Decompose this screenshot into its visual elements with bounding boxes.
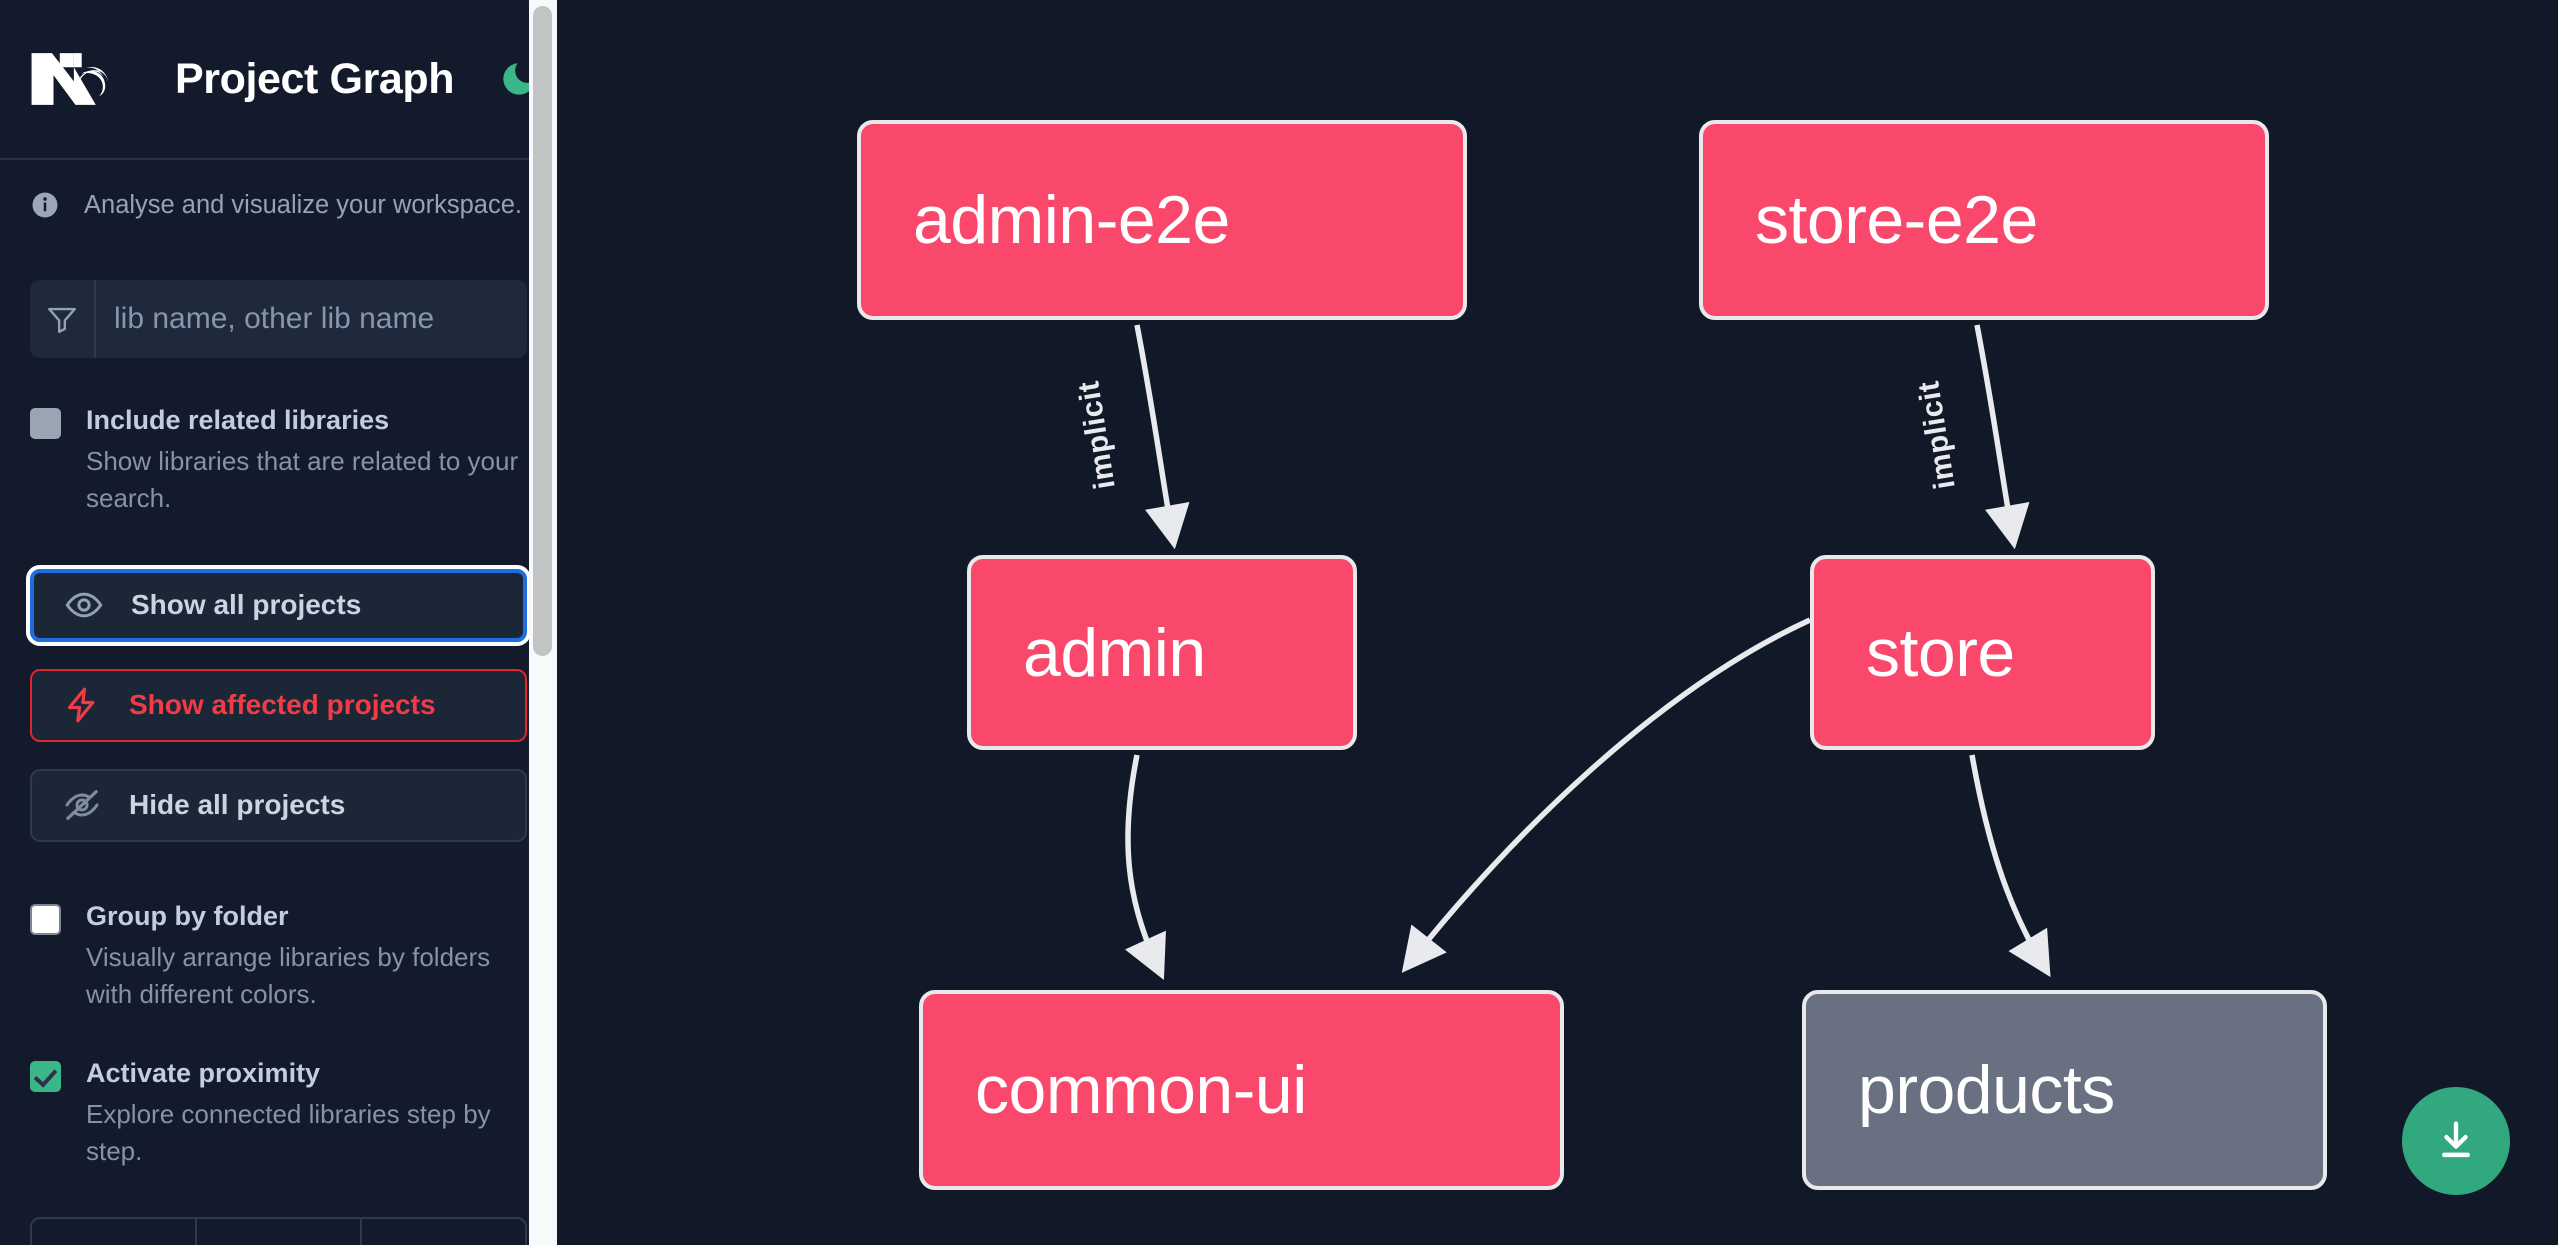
graph-canvas[interactable]: admin-e2e store-e2e admin store common-u… <box>557 0 2558 1245</box>
search-input[interactable] <box>96 280 527 358</box>
search-field[interactable] <box>30 280 527 358</box>
graph-node-admin[interactable]: admin <box>967 555 1357 750</box>
hide-all-projects-label: Hide all projects <box>129 789 346 821</box>
filter-icon <box>30 280 96 358</box>
graph-node-store-e2e[interactable]: store-e2e <box>1699 120 2269 320</box>
download-icon <box>2442 1121 2470 1158</box>
option-group-by-folder[interactable]: Group by folder Visually arrange librari… <box>0 898 557 1013</box>
hide-all-projects-button[interactable]: Hide all projects <box>30 768 527 842</box>
moon-icon[interactable] <box>496 56 542 102</box>
checkbox-group-by-folder[interactable] <box>30 903 61 935</box>
sidebar-scrollbar-thumb[interactable] <box>533 6 552 656</box>
option-activate-proximity[interactable]: Activate proximity Explore connected lib… <box>0 1055 557 1170</box>
graph-node-label: store <box>1866 614 2015 691</box>
show-affected-projects-button[interactable]: Show affected projects <box>30 668 527 742</box>
proximity-step-control[interactable] <box>30 1217 527 1245</box>
option-text-group: Group by folder Visually arrange librari… <box>86 898 527 1013</box>
proximity-step-option-2[interactable] <box>197 1219 362 1245</box>
option-description: Visually arrange libraries by folders wi… <box>86 942 491 1009</box>
edge-admin-to-common-ui <box>1125 754 1166 980</box>
graph-node-label: products <box>1858 1052 2115 1128</box>
option-title: Group by folder <box>86 900 289 931</box>
analyse-banner: Analyse and visualize your workspace. <box>0 160 557 220</box>
option-description: Explore connected libraries step by step… <box>86 1098 491 1166</box>
checkbox-include-related-libraries[interactable] <box>30 408 61 439</box>
eye-icon <box>62 583 106 627</box>
graph-edges <box>1125 324 2051 980</box>
graph-node-products[interactable]: products <box>1802 990 2327 1190</box>
show-affected-projects-label: Show affected projects <box>129 689 436 721</box>
edge-admin-e2e-to-admin <box>1134 324 1190 550</box>
edge-store-to-products <box>1969 754 2051 978</box>
graph-node-label: admin-e2e <box>913 182 1230 258</box>
nx-logo-icon <box>30 48 124 110</box>
analyse-text: Analyse and visualize your workspace. <box>84 190 522 219</box>
lightning-icon <box>60 683 104 727</box>
edge-store-to-common-ui <box>1401 617 1812 973</box>
proximity-step-option-1[interactable] <box>32 1219 197 1245</box>
graph-node-label: store-e2e <box>1755 182 2038 258</box>
option-include-related-libraries[interactable]: Include related libraries Show libraries… <box>0 402 557 517</box>
option-title: Activate proximity <box>86 1057 321 1088</box>
option-text-group: Activate proximity Explore connected lib… <box>86 1055 527 1170</box>
graph-node-store[interactable]: store <box>1810 555 2155 750</box>
graph-node-admin-e2e[interactable]: admin-e2e <box>857 120 1467 320</box>
eye-off-icon <box>60 783 104 827</box>
edge-store-e2e-to-store <box>1974 324 2030 550</box>
sidebar-scrollbar[interactable] <box>529 0 557 1245</box>
option-title: Include related libraries <box>86 405 390 435</box>
graph-node-label: common-ui <box>975 1052 1307 1128</box>
option-description: Show libraries that are related to your … <box>86 446 519 514</box>
sidebar-header: Project Graph <box>0 0 557 160</box>
page-title: Project Graph <box>175 54 455 103</box>
graph-node-label: admin <box>1023 614 1206 691</box>
checkbox-activate-proximity[interactable] <box>30 1060 61 1092</box>
show-all-projects-button[interactable]: Show all projects <box>26 564 531 646</box>
graph-node-common-ui[interactable]: common-ui <box>919 990 1564 1190</box>
sidebar-content: Project Graph Analyse and visualize your… <box>0 0 557 1245</box>
proximity-step-option-3[interactable] <box>362 1219 525 1245</box>
show-all-projects-label: Show all projects <box>131 589 362 621</box>
option-text-group: Include related libraries Show libraries… <box>86 402 527 517</box>
info-icon <box>30 190 60 220</box>
download-button[interactable] <box>2402 1087 2510 1195</box>
sidebar: Project Graph Analyse and visualize your… <box>0 0 557 1245</box>
